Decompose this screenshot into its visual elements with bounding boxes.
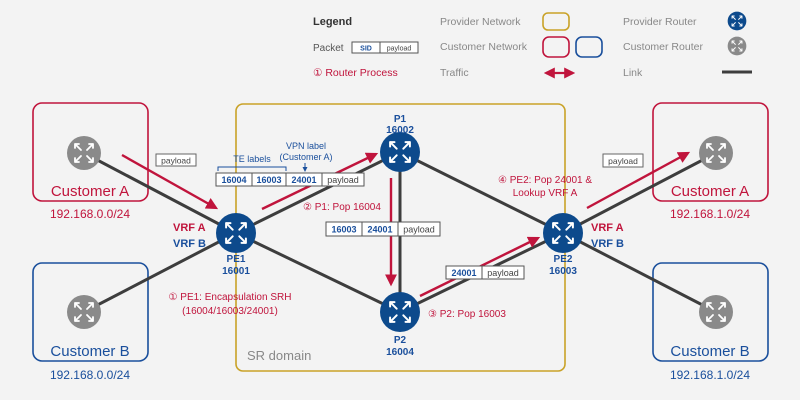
step-1-line-1: ① PE1: Encapsulation SRH — [169, 292, 292, 303]
step-1-line-2: (16004/16003/24001) — [182, 306, 278, 317]
link-ceb-left-pe1 — [83, 231, 237, 314]
legend-provider-router: Provider Router — [623, 16, 697, 28]
packet-p2-label-1: 24001 — [451, 268, 476, 278]
packet-pe1-out: 16004 16003 24001 payload — [215, 172, 365, 187]
pe2-sid: 16003 — [549, 266, 577, 277]
legend-provider-network-swatch — [542, 12, 570, 31]
pe1-sid: 16001 — [222, 266, 250, 277]
pe2-vrf-a: VRF A — [591, 222, 624, 234]
router-p2 — [380, 292, 420, 332]
packet-pe1-label-1: 16004 — [221, 175, 246, 185]
legend-packet-sid: SID — [360, 46, 372, 53]
packet-p1-out: 16003 24001 payload — [325, 221, 441, 237]
site-name-a-left: Customer A — [51, 183, 129, 200]
router-pe2 — [543, 213, 583, 253]
legend: Legend Packet SID payload ① Router Proce… — [313, 11, 752, 79]
site-name-b-right: Customer B — [670, 343, 749, 360]
pe1-name: PE1 — [227, 254, 246, 265]
te-labels-annotation: TE labels — [233, 154, 271, 164]
vpn-label-annotation-1: VPN label — [286, 141, 326, 151]
site-prefix-b-right: 192.168.1.0/24 — [670, 368, 750, 382]
step-4-line-1: ④ PE2: Pop 24001 & — [498, 175, 592, 186]
packet-egress: payload — [602, 153, 644, 168]
link-pe1-p1 — [235, 150, 401, 235]
site-prefix-a-left: 192.168.0.0/24 — [50, 207, 130, 221]
legend-customer-a-swatch — [542, 36, 570, 58]
p2-name: P2 — [394, 335, 407, 346]
sr-domain-label: SR domain — [247, 348, 311, 363]
link-pe2-ceb-right — [562, 231, 717, 314]
customer-router-b-right — [699, 295, 733, 329]
p1-sid: 16002 — [386, 125, 414, 136]
legend-customer-b-swatch — [575, 36, 603, 58]
packet-ingress: payload — [155, 153, 197, 167]
pe2-name: PE2 — [554, 254, 573, 265]
packet-p1-label-1: 16003 — [331, 225, 356, 235]
legend-provider-network: Provider Network — [440, 16, 521, 28]
site-name-a-right: Customer A — [671, 183, 749, 200]
customer-router-a-right — [699, 136, 733, 170]
customer-b-left-site — [32, 262, 149, 362]
packet-pe1-label-3: 24001 — [291, 175, 316, 185]
step-3: ③ P2: Pop 16003 — [428, 309, 506, 320]
site-prefix-a-right: 192.168.1.0/24 — [670, 207, 750, 221]
router-p1 — [380, 132, 420, 172]
legend-link: Link — [623, 67, 643, 79]
packet-ingress-payload: payload — [161, 156, 191, 166]
packet-pe1-label-2: 16003 — [256, 175, 281, 185]
p2-sid: 16004 — [386, 347, 414, 358]
step-2: ② P1: Pop 16004 — [303, 202, 381, 213]
p1-name: P1 — [394, 114, 407, 125]
te-labels-bracket — [217, 166, 287, 171]
traffic-pe2-to-cea — [586, 151, 691, 210]
legend-packet-payload: payload — [387, 46, 412, 53]
legend-title: Legend — [313, 16, 352, 28]
step-4-line-2: Lookup VRF A — [513, 188, 578, 199]
customer-a-left-site — [32, 102, 149, 202]
packet-egress-payload: payload — [608, 156, 638, 166]
legend-router-process: ① Router Process — [313, 67, 398, 79]
link-p1-pe2 — [399, 150, 564, 235]
packet-p2-out: 24001 payload — [445, 265, 525, 280]
customer-router-a-left — [67, 136, 101, 170]
customer-a-right-site — [652, 102, 769, 202]
customer-router-b-left — [67, 295, 101, 329]
legend-customer-router: Customer Router — [623, 41, 703, 53]
pe1-vrf-b: VRF B — [173, 238, 206, 250]
router-pe1 — [216, 213, 256, 253]
pe2-vrf-b: VRF B — [591, 238, 624, 250]
customer-b-right-site — [652, 262, 769, 362]
link-pe1-p2 — [235, 231, 401, 314]
link-cea-left-pe1 — [83, 151, 237, 235]
vpn-label-annotation-2: (Customer A) — [279, 152, 332, 162]
legend-packet-icon: SID payload — [351, 41, 419, 54]
packet-p2-payload: payload — [487, 268, 519, 278]
site-name-b-left: Customer B — [50, 343, 129, 360]
packet-p1-label-2: 24001 — [367, 225, 392, 235]
legend-provider-router-icon — [727, 11, 747, 31]
link-pe2-cea-right — [562, 151, 717, 235]
pe1-vrf-a: VRF A — [173, 222, 206, 234]
legend-traffic: Traffic — [440, 67, 469, 79]
site-prefix-b-left: 192.168.0.0/24 — [50, 368, 130, 382]
legend-customer-router-icon — [727, 36, 747, 56]
legend-packet-label: Packet — [313, 43, 344, 54]
legend-customer-network: Customer Network — [440, 41, 528, 53]
traffic-cea-to-pe1 — [121, 153, 219, 210]
packet-p1-payload: payload — [403, 225, 435, 235]
packet-pe1-payload: payload — [327, 175, 359, 185]
